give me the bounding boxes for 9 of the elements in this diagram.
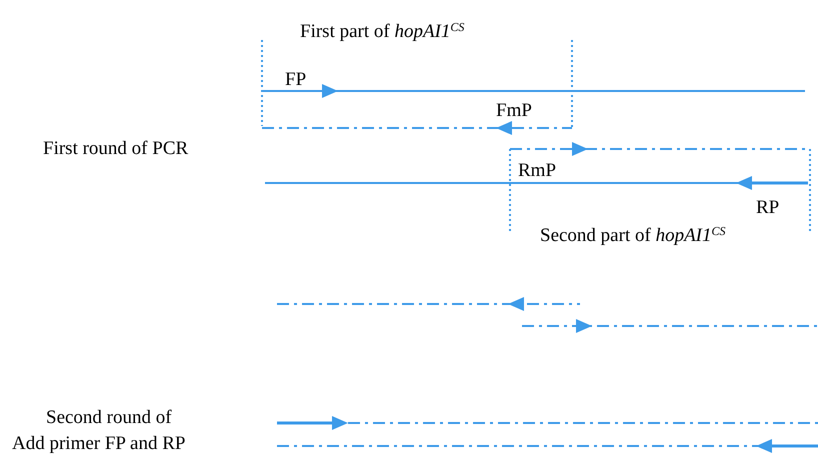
text-label: RmP xyxy=(518,159,556,183)
text-label: FP xyxy=(285,68,306,92)
text-label: First round of PCR xyxy=(43,137,190,161)
text-label: First part of hopAI1$^{CS}$ xyxy=(300,19,464,44)
text-label: FmP xyxy=(496,99,532,123)
text-label: Second part of hopAI1$^{CS}$ xyxy=(540,223,726,248)
text-label: RP xyxy=(756,196,780,220)
text-label: Second round of xyxy=(46,406,172,430)
text-label: Add primer FP and RP xyxy=(12,432,186,456)
